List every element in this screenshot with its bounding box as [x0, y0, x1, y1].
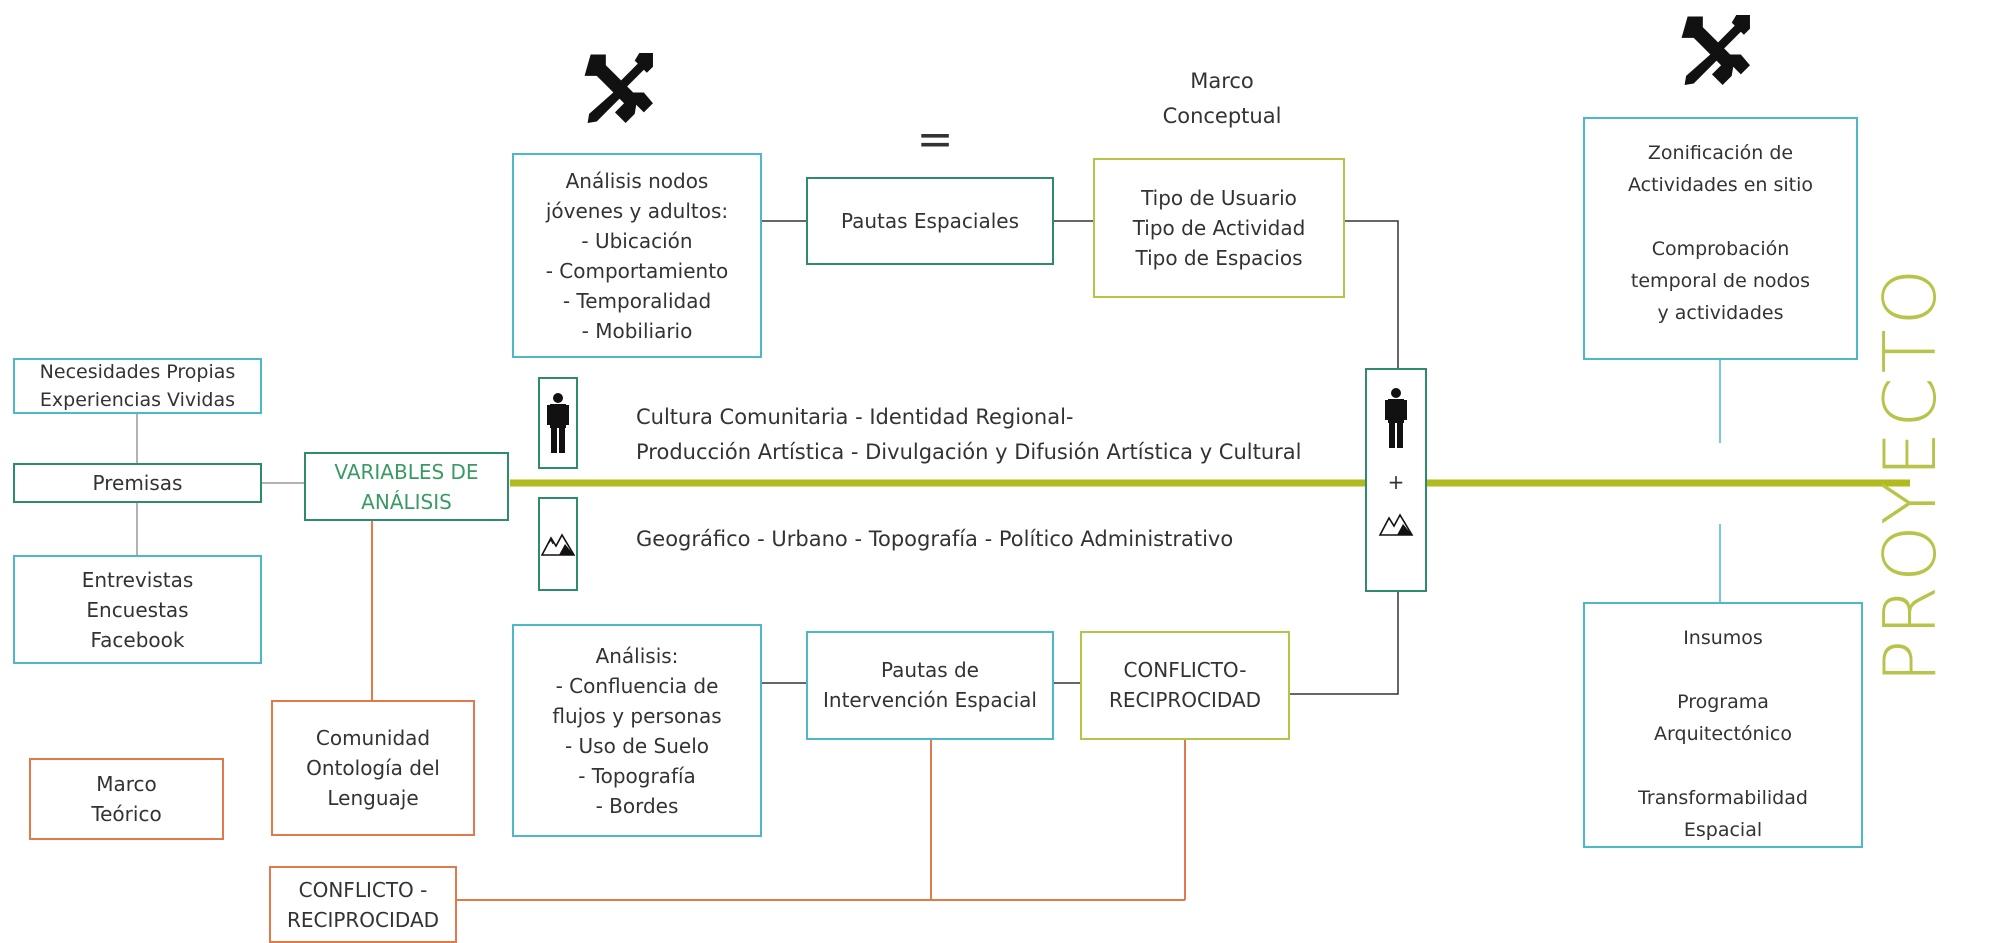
- proyecto-label: PROYECTO: [1868, 264, 1952, 684]
- person-icon-box: [538, 377, 578, 469]
- mountain-icon: [541, 533, 575, 556]
- analisis-bottom-box: Análisis: - Confluencia de flujos y pers…: [512, 624, 762, 837]
- wrench-screwdriver-icon: [584, 53, 653, 123]
- geografico-text: Geográfico - Urbano - Topografía - Polít…: [636, 527, 1234, 551]
- marco-conceptual-label: Marco Conceptual: [1162, 69, 1282, 128]
- entrevistas-box: Entrevistas Encuestas Facebook: [13, 555, 262, 664]
- person-icon: [1385, 388, 1407, 448]
- wrench-screwdriver-icon: [1681, 15, 1750, 85]
- pautas-espaciales-box: Pautas Espaciales: [806, 177, 1054, 265]
- comunidad-box: Comunidad Ontología del Lenguaje: [271, 700, 475, 836]
- premisas-box: Premisas: [13, 463, 262, 503]
- tools-icon-right: [1677, 10, 1753, 90]
- tipos-box: Tipo de Usuario Tipo de Actividad Tipo d…: [1093, 158, 1345, 298]
- marco-teorico-box: Marco Teórico: [29, 758, 224, 840]
- conflicto-reciprocidad-box: CONFLICTO- RECIPROCIDAD: [1080, 631, 1290, 740]
- link-conflicto-person-box: [1290, 592, 1399, 695]
- person-plus-mountain-box: +: [1365, 368, 1427, 592]
- mountain-icon-box: [538, 497, 578, 591]
- pautas-intervencion-box: Pautas de Intervención Espacial: [806, 631, 1054, 740]
- tools-icon-left: [580, 48, 656, 128]
- person-icon: [547, 393, 569, 453]
- mountain-icon: [1378, 513, 1414, 536]
- analisis-nodos-box: Análisis nodos jóvenes y adultos: - Ubic…: [512, 153, 762, 358]
- plus-sign: +: [1387, 470, 1405, 494]
- variables-de-analisis-box: VARIABLES DE ANÁLISIS: [304, 452, 509, 521]
- conflicto-reciprocidad-bottom-box: CONFLICTO - RECIPROCIDAD: [269, 866, 457, 943]
- necesidades-box: Necesidades Propias Experiencias Vividas: [13, 358, 262, 414]
- insumos-box: Insumos Programa Arquitectónico Transfor…: [1583, 602, 1863, 848]
- person-mountain-group: [1378, 388, 1414, 536]
- link-tipos-person-box: [1345, 220, 1399, 368]
- equals-sign: =: [916, 114, 954, 165]
- cultura-text: Cultura Comunitaria - Identidad Regional…: [636, 405, 1302, 464]
- zonificacion-box: Zonificación de Actividades en sitio Com…: [1583, 117, 1858, 360]
